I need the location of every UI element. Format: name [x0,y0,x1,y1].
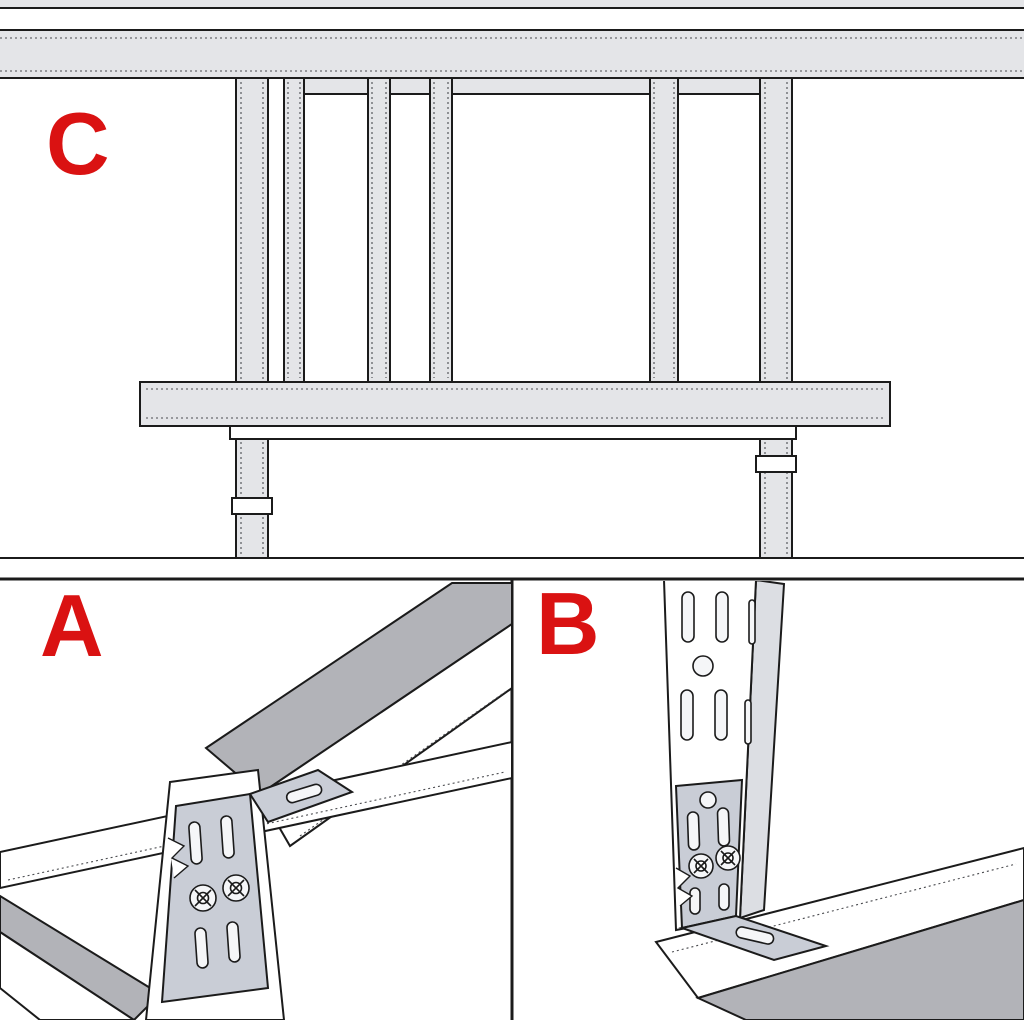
corner-rail-shaded-face [0,894,162,1020]
bracket-detail-a-illustration [0,582,511,1020]
corner-rail-front-face [0,930,136,1020]
channel-slot-pattern [680,591,756,745]
bracket-slot [735,926,775,945]
stud [283,77,305,383]
panel-label-a: A [40,576,104,675]
stud [759,77,793,559]
ledger-bottom-strip [229,425,797,440]
panel-label-c: C [46,94,110,193]
board-top-face [654,846,1024,1000]
screw-icon [222,874,250,902]
stud [367,77,391,383]
stud-splice [755,455,797,473]
stud [649,77,679,383]
break-mark [675,867,694,907]
stud [235,77,269,559]
ledger-band [139,381,891,427]
screw-icon [189,884,217,912]
screw-icon [688,853,714,879]
bracket-detail-b-illustration [654,581,1024,1020]
bracket-slot-pattern [686,791,731,915]
stud [429,77,453,383]
bracket-slot-pattern [188,815,241,969]
break-mark [167,837,190,879]
board-front-face [695,898,1024,1020]
top-strip [0,0,1024,9]
panel-label-b: B [536,574,600,673]
screw-icon [715,845,741,871]
wall-framing-illustration [0,0,1024,559]
stud-splice [231,497,273,515]
bracket-slot [285,783,323,804]
